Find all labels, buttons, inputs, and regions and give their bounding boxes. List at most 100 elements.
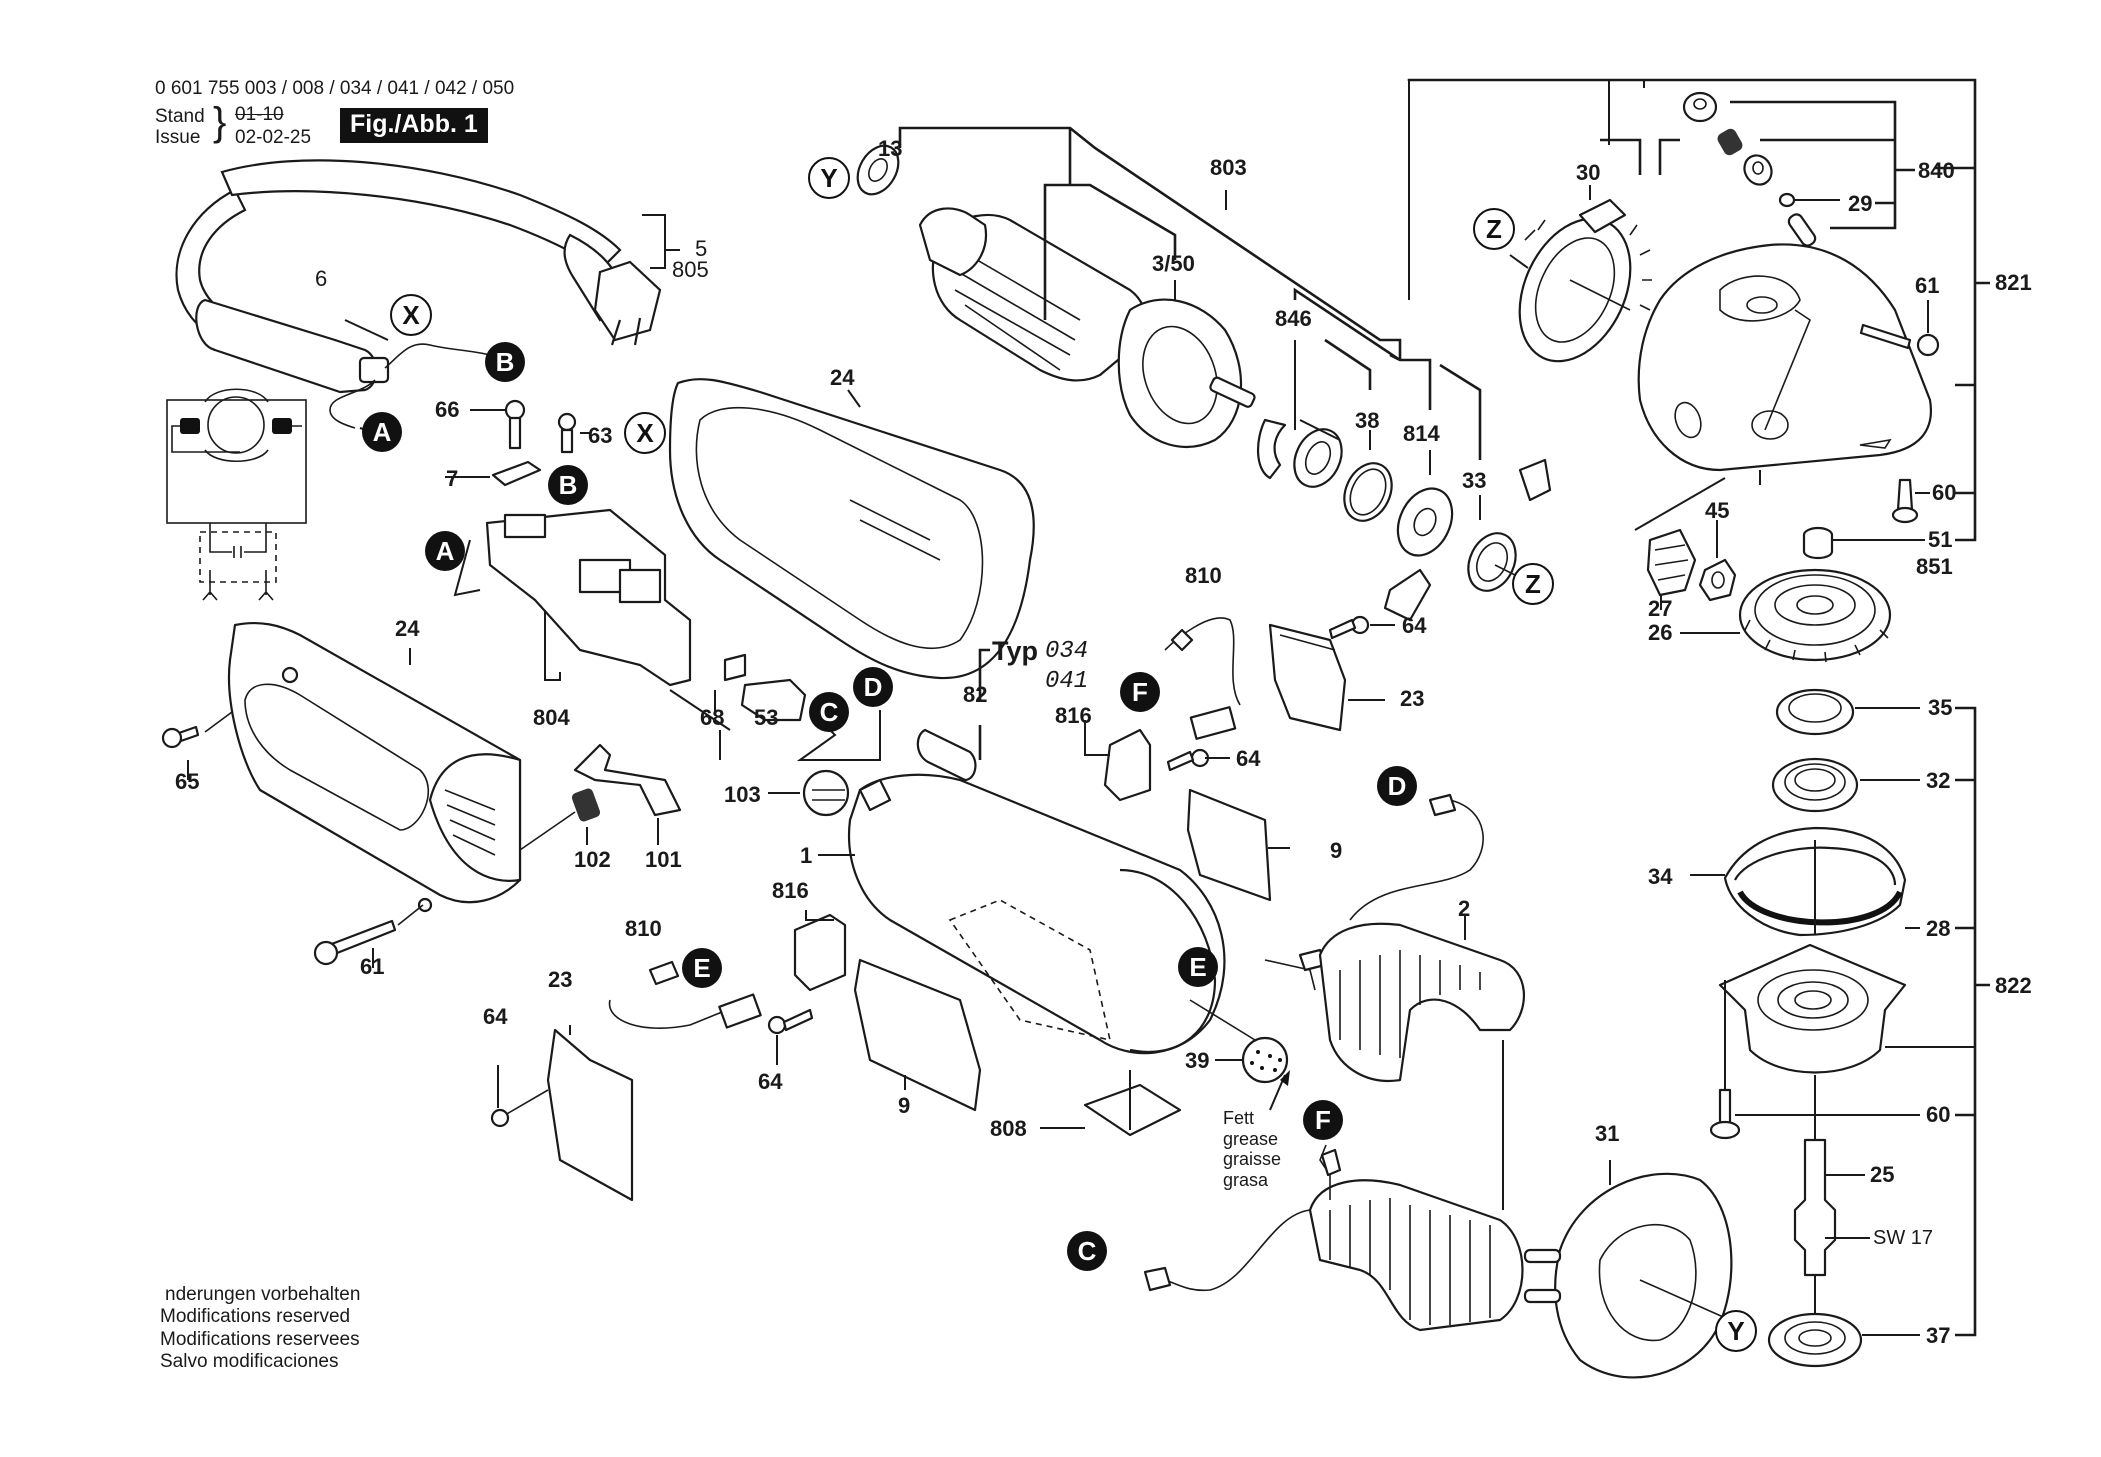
power-cord	[175, 159, 680, 394]
label-804: 804	[533, 705, 570, 730]
label-840: 840	[1918, 158, 1955, 183]
type-034: 034	[1045, 638, 1089, 665]
label-13: 13	[878, 136, 903, 161]
marker-z-bearing: Z	[1512, 563, 1554, 605]
end-cap	[1523, 1160, 1733, 1379]
wire-b	[384, 343, 491, 369]
label-5: 5	[695, 236, 708, 261]
grease-en: grease	[1223, 1128, 1279, 1149]
marker-x-housing: X	[624, 412, 666, 454]
label-38: 38	[1355, 408, 1380, 433]
label-822: 822	[1995, 973, 2032, 998]
label-816-upper: 816	[1055, 703, 1092, 728]
housing-half-lower	[161, 621, 522, 968]
label-53: 53	[754, 705, 779, 730]
marker-y-endcap: Y	[1715, 1310, 1757, 1352]
grease-de: Fett	[1223, 1108, 1255, 1128]
label-101: 101	[645, 847, 682, 872]
label-sw17: SW 17	[1873, 1227, 1934, 1249]
label-37: 37	[1926, 1323, 1951, 1348]
wiring-schematic	[166, 388, 307, 601]
marker-x-cord: X	[390, 294, 432, 336]
label-39: 39	[1185, 1048, 1210, 1073]
grease-es: grasa	[1223, 1170, 1269, 1191]
label-60-top: 60	[1932, 480, 1957, 505]
housing-half-upper	[668, 378, 1035, 680]
label-23-right: 23	[1400, 686, 1425, 711]
notice-de: nderungen vorbehalten	[165, 1284, 361, 1305]
marker-d-switch: D	[853, 667, 893, 707]
marker-e-coil: E	[1178, 947, 1218, 987]
label-33: 33	[1462, 468, 1487, 493]
marker-c-switch: C	[809, 692, 849, 732]
head-fasteners	[1646, 300, 1940, 610]
motor-housing	[768, 769, 1226, 1055]
label-63: 63	[588, 423, 613, 448]
label-9-upper: 9	[1330, 838, 1343, 863]
field-coils	[1143, 793, 1525, 1332]
wire-a	[329, 379, 376, 429]
label-810-lower: 810	[625, 916, 662, 941]
type-prefix: Typ	[992, 636, 1038, 666]
label-24-lower: 24	[395, 616, 420, 641]
label-25: 25	[1870, 1162, 1895, 1187]
issue-label: Issue	[155, 127, 201, 148]
label-102: 102	[574, 847, 611, 872]
stand-label: Stand	[155, 106, 205, 127]
marker-a-cord: A	[362, 412, 402, 452]
label-82: 82	[963, 682, 988, 707]
label-851: 851	[1916, 554, 1953, 579]
label-846: 846	[1275, 306, 1312, 331]
brace: }	[213, 100, 227, 144]
label-814: 814	[1403, 421, 1440, 446]
label-23-left: 23	[548, 967, 573, 992]
label-45: 45	[1705, 498, 1730, 523]
label-51: 51	[1928, 527, 1953, 552]
marker-b-switch: B	[548, 465, 588, 505]
marker-f-coil: F	[1303, 1100, 1343, 1140]
label-3-50: 3/50	[1152, 251, 1195, 276]
label-26: 26	[1648, 620, 1673, 645]
label-61-right: 61	[1915, 273, 1940, 298]
marker-f-brush: F	[1120, 672, 1160, 712]
type-041: 041	[1045, 668, 1089, 695]
label-66: 66	[435, 397, 460, 422]
marker-y-bearing: Y	[808, 157, 850, 199]
label-24-upper: 24	[830, 365, 855, 390]
spindle-lock-parts	[1407, 78, 1990, 542]
label-65: 65	[175, 769, 200, 794]
marker-b-cord: B	[485, 342, 525, 382]
marker-z-gear: Z	[1473, 208, 1515, 250]
label-32: 32	[1926, 768, 1951, 793]
grease-bearing	[1189, 999, 1290, 1111]
label-7: 7	[446, 466, 459, 491]
label-35: 35	[1928, 695, 1953, 720]
label-64-brush: 64	[1236, 746, 1261, 771]
label-2: 2	[1458, 896, 1471, 921]
label-64-mid: 64	[758, 1069, 783, 1094]
marker-a-switch: A	[425, 531, 465, 571]
label-61-left: 61	[360, 954, 385, 979]
grease-note: Fett grease graisse grasa	[1223, 1108, 1281, 1191]
label-60-bottom: 60	[1926, 1102, 1951, 1127]
label-64-cover: 64	[1402, 613, 1427, 638]
marker-c-coil: C	[1067, 1231, 1107, 1271]
label-6: 6	[315, 266, 328, 291]
part-numbers: 0 601 755 003 / 008 / 034 / 041 / 042 / …	[155, 78, 515, 99]
spindle-assembly	[1690, 688, 1990, 1368]
label-29: 29	[1848, 191, 1873, 216]
grease-fr: graisse	[1223, 1149, 1282, 1170]
label-821: 821	[1995, 270, 2032, 295]
label-808: 808	[990, 1116, 1027, 1141]
label-803: 803	[1210, 155, 1247, 180]
switch-lever-and-spring	[519, 743, 682, 851]
label-27: 27	[1648, 596, 1673, 621]
brush-holders-and-covers	[490, 910, 1182, 1202]
marker-e-brush: E	[682, 948, 722, 988]
insulating-sleeve	[916, 728, 977, 782]
label-30: 30	[1576, 160, 1601, 185]
upper-brush-holder	[1084, 615, 1395, 902]
notice-en: Modifications reserved	[160, 1306, 351, 1328]
armature	[856, 126, 1402, 448]
